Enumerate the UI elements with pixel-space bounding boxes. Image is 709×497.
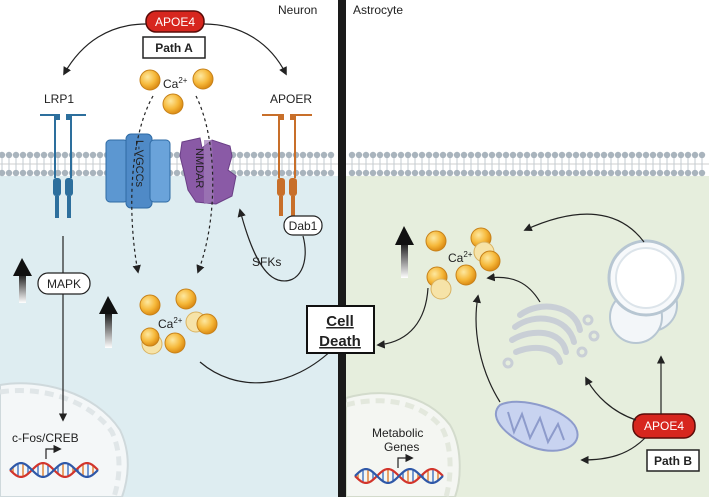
arrow-nmdar-influx <box>195 95 214 274</box>
apoe4-top-badge <box>145 10 205 33</box>
cell-death-box <box>306 305 375 354</box>
increase-arrow-mapk <box>13 258 32 303</box>
transcription-arrow-astro <box>397 453 414 468</box>
ca-astro-label: Ca2+ <box>448 250 473 265</box>
vesicles <box>607 239 685 344</box>
arrow-mito-to-ca <box>472 294 501 403</box>
cell-divider <box>338 0 346 497</box>
arrow-astro-to-death <box>376 287 429 349</box>
dna-helix-neuron <box>9 462 99 478</box>
metabolic-label-2: Genes <box>384 440 419 454</box>
cell-death-line2: Death <box>319 333 361 350</box>
dna-helix-astrocyte <box>354 468 444 484</box>
increase-arrow-astro-calcium <box>395 226 414 278</box>
ca-top-label: Ca2+ <box>163 76 188 91</box>
calcium-neuron-cluster <box>139 288 218 355</box>
arrow-lvgcc-influx <box>131 95 154 274</box>
arrow-apoe4-to-apoer <box>203 23 287 76</box>
path-b-label: Path B <box>654 454 692 468</box>
apoe4-top-text: APOE4 <box>155 15 195 29</box>
arrow-er-to-ca <box>486 273 541 303</box>
neuron-label: Neuron <box>278 3 317 17</box>
apoe4-bottom-badge <box>632 413 696 439</box>
endoplasmic-reticulum <box>502 303 600 369</box>
lrp1-label: LRP1 <box>44 92 74 106</box>
apoer-receptor <box>262 114 312 216</box>
arrow-neuron-to-death <box>199 344 338 384</box>
path-a-box <box>142 36 206 59</box>
path-b-box <box>646 449 700 472</box>
arrow-vesicle-to-ca <box>523 213 645 243</box>
apoer-label: APOER <box>270 92 312 106</box>
calcium-top-cluster <box>139 68 214 115</box>
sfks-label: SFKs <box>252 255 281 269</box>
arrow-apoe4-to-mito <box>580 437 646 465</box>
path-a-label: Path A <box>155 41 193 55</box>
transcription-arrow-neuron <box>45 444 62 459</box>
mitochondrion <box>494 400 579 452</box>
ca-neuron-label: Ca2+ <box>158 316 183 331</box>
apoe4-bottom-text: APOE4 <box>644 419 684 433</box>
mapk-label: MAPK <box>47 277 81 291</box>
cfos-label: c-Fos/CREB <box>12 431 79 445</box>
arrow-apoe4-to-lrp1 <box>63 23 147 76</box>
metabolic-label-1: Metabolic <box>372 426 423 440</box>
dab1-badge <box>283 215 323 236</box>
dab1-label: Dab1 <box>289 219 318 233</box>
nmdar-channel <box>179 137 237 205</box>
astrocyte-nucleus <box>345 392 461 497</box>
mapk-badge <box>37 272 91 295</box>
lvgcc-label: L-VGCCs <box>133 140 145 188</box>
increase-arrow-calcium <box>99 296 118 348</box>
calcium-astro-cluster <box>425 227 501 300</box>
arrow-sfks <box>237 208 306 282</box>
lrp1-receptor <box>40 114 86 218</box>
astrocyte-label: Astrocyte <box>353 3 403 17</box>
cell-death-line1: Cell <box>326 313 354 330</box>
arrow-apoe4-to-er <box>585 376 637 421</box>
nmdar-label: NMDAR <box>193 148 205 188</box>
